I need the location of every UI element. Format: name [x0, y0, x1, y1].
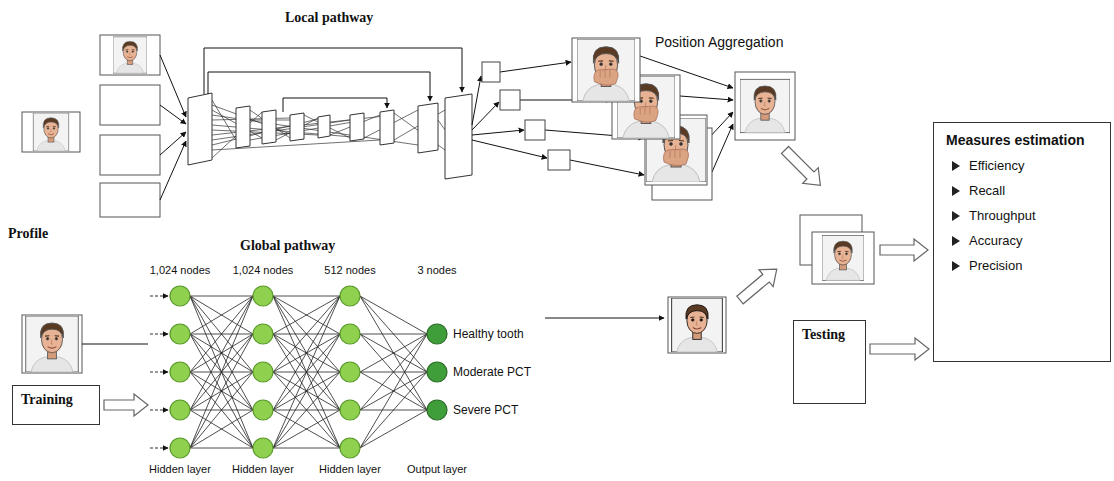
measure-name: Throughput	[969, 208, 1036, 223]
list-item: Precision	[946, 252, 1098, 277]
arrow-bullet	[952, 211, 960, 221]
input-dashes	[150, 296, 168, 448]
input-arrows	[160, 55, 186, 200]
list-item: Efficiency	[946, 152, 1098, 177]
global-output	[545, 297, 726, 353]
box-label: Training	[21, 392, 91, 408]
class-label: Healthy tooth	[453, 327, 524, 341]
layer-name: Hidden layer	[319, 463, 381, 475]
aggregated-face	[735, 72, 795, 140]
layer-size: 1,024 nodes	[150, 264, 211, 276]
arrow-bullet	[952, 161, 960, 171]
section-title: Local pathway	[285, 10, 373, 26]
class-label: Moderate PCT	[453, 365, 531, 379]
section-title: Global pathway	[240, 238, 335, 254]
list-item: Throughput	[946, 202, 1098, 227]
local-network	[188, 93, 472, 179]
layer-name: Output layer	[407, 463, 467, 475]
layer-name: Hidden layer	[149, 463, 211, 475]
testing-box: Testing	[793, 320, 866, 404]
arrow-bullet	[952, 261, 960, 271]
output-neurons	[427, 324, 447, 420]
dense-connections	[190, 296, 427, 448]
block-arrow	[870, 338, 929, 360]
hidden-neurons	[170, 286, 360, 458]
arrow-bullet	[952, 236, 960, 246]
layer-size: 512 nodes	[324, 264, 375, 276]
list-item: Recall	[946, 177, 1098, 202]
block-arrows	[104, 142, 928, 416]
training-box: Training	[12, 385, 100, 425]
fused-stack	[800, 215, 874, 284]
layer-size: 3 nodes	[417, 264, 456, 276]
box-label: Testing	[802, 327, 857, 343]
stage-label: Position Aggregation	[655, 34, 783, 50]
skip-connections	[204, 48, 462, 112]
measure-name: Precision	[969, 258, 1022, 273]
arrow-bullet	[952, 186, 960, 196]
global-input	[22, 315, 148, 373]
measures-box: Measures estimationEfficiencyRecallThrou…	[933, 122, 1111, 362]
measure-name: Efficiency	[969, 158, 1024, 173]
branch-boxes	[482, 62, 570, 170]
layer-size: 1,024 nodes	[233, 264, 294, 276]
measure-name: Recall	[969, 183, 1005, 198]
class-label: Severe PCT	[453, 403, 518, 417]
box-heading: Measures estimation	[946, 132, 1098, 148]
layer-name: Hidden layer	[232, 463, 294, 475]
list-item: Accuracy	[946, 227, 1098, 252]
section-title: Profile	[8, 226, 48, 242]
measure-name: Accuracy	[969, 233, 1022, 248]
occluded-faces	[572, 38, 712, 200]
input-images	[22, 35, 160, 217]
